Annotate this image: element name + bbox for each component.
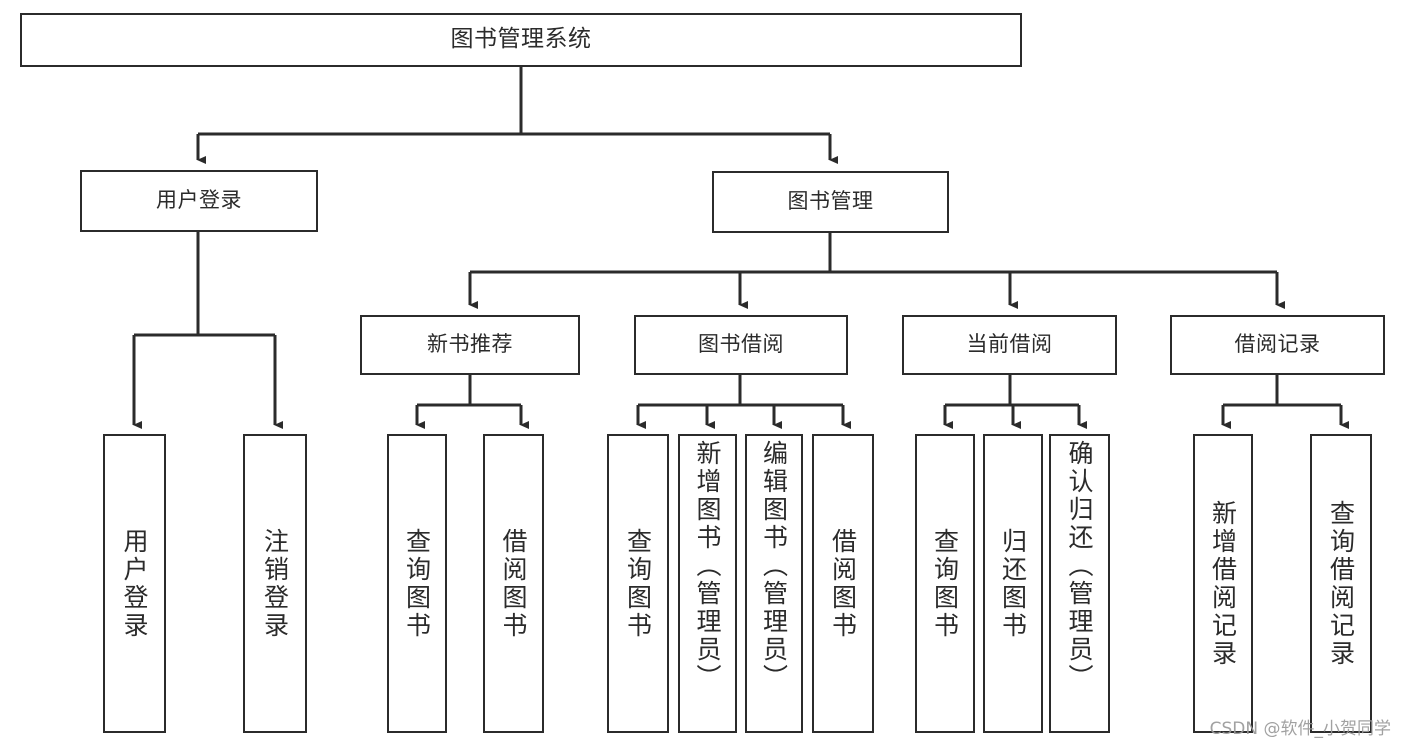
node-label: 借阅图书 — [828, 527, 858, 640]
node-new-book-recommend[interactable]: 新书推荐 — [360, 315, 580, 375]
node-label: 新增图书（管理员） — [693, 440, 722, 692]
leaf-add-book[interactable]: 新增图书（管理员） — [678, 434, 737, 733]
node-label: 图书管理系统 — [450, 26, 592, 53]
watermark: CSDN @软件_小贺同学 — [1209, 719, 1391, 739]
node-current-borrow[interactable]: 当前借阅 — [902, 315, 1117, 375]
node-label: 注销登录 — [260, 527, 290, 640]
node-label: 查询借阅记录 — [1326, 499, 1356, 668]
node-label: 归还图书 — [998, 527, 1028, 640]
node-label: 用户登录 — [120, 527, 149, 640]
node-label: 新书推荐 — [427, 332, 513, 357]
node-root-system[interactable]: 图书管理系统 — [20, 13, 1022, 67]
node-book-management[interactable]: 图书管理 — [712, 171, 949, 233]
node-book-borrow[interactable]: 图书借阅 — [634, 315, 848, 375]
node-label: 用户登录 — [156, 188, 242, 213]
node-label: 借阅图书 — [499, 527, 528, 640]
node-label: 当前借阅 — [966, 332, 1053, 357]
leaf-edit-book[interactable]: 编辑图书（管理员） — [745, 434, 803, 733]
node-label: 查询图书 — [930, 527, 960, 640]
leaf-add-record[interactable]: 新增借阅记录 — [1193, 434, 1253, 733]
node-label: 新增借阅记录 — [1208, 499, 1238, 668]
node-label: 借阅记录 — [1234, 332, 1321, 357]
node-borrow-record[interactable]: 借阅记录 — [1170, 315, 1385, 375]
leaf-borrow-book-1[interactable]: 借阅图书 — [483, 434, 544, 733]
node-label: 查询图书 — [402, 527, 432, 640]
leaf-query-record[interactable]: 查询借阅记录 — [1310, 434, 1372, 733]
leaf-query-book-2[interactable]: 查询图书 — [607, 434, 669, 733]
leaf-query-book-3[interactable]: 查询图书 — [915, 434, 975, 733]
leaf-user-login[interactable]: 用户登录 — [103, 434, 166, 733]
node-label: 编辑图书（管理员） — [759, 440, 789, 692]
leaf-confirm-return[interactable]: 确认归还（管理员） — [1049, 434, 1110, 733]
leaf-logout-login[interactable]: 注销登录 — [243, 434, 307, 733]
node-label: 查询图书 — [623, 527, 653, 640]
leaf-return-book[interactable]: 归还图书 — [983, 434, 1043, 733]
leaf-query-book-1[interactable]: 查询图书 — [387, 434, 447, 733]
node-label: 图书借阅 — [698, 332, 784, 357]
leaf-borrow-book-2[interactable]: 借阅图书 — [812, 434, 874, 733]
node-user-login[interactable]: 用户登录 — [80, 170, 318, 232]
node-label: 确认归还（管理员） — [1065, 440, 1094, 692]
node-label: 图书管理 — [787, 189, 874, 214]
